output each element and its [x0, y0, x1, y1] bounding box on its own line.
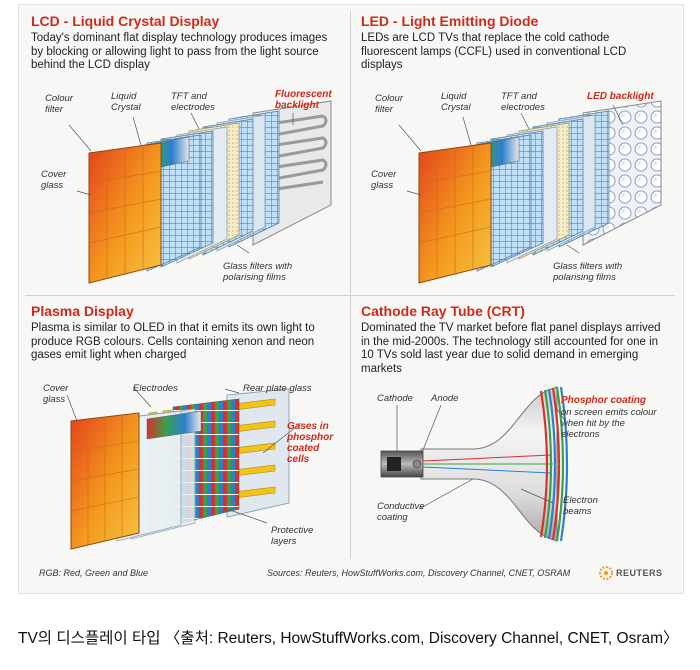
plasma-description: Plasma is similar to OLED in that it emi…: [31, 322, 315, 362]
crt-electron-beams-label: Electron beams: [563, 495, 598, 517]
led-backlight-label: LED backlight: [587, 91, 654, 102]
crt-phosphor-label: Phosphor coating: [561, 395, 646, 406]
tv-display-infographic: LCD - Liquid Crystal Display Today's dom…: [18, 4, 684, 594]
plasma-cover-glass-label: Cover glass: [43, 383, 69, 405]
plasma-protective-label: Protective layers: [271, 525, 314, 547]
crt-description: Dominated the TV market before flat pane…: [361, 322, 661, 375]
led-panel: LED - Light Emitting Diode LEDs are LCD …: [361, 13, 671, 291]
led-description: LEDs are LCD TVs that replace the cold c…: [361, 32, 627, 72]
panel-divider-horizontal: [25, 295, 675, 296]
crt-anode-label: Anode: [431, 393, 459, 404]
crt-phosphor-desc: on screen emits colour when hit by the e…: [561, 407, 657, 440]
crt-electron-beams: [422, 454, 553, 474]
plasma-panel: Plasma Display Plasma is similar to OLED…: [31, 303, 341, 563]
reuters-dots-icon: [599, 566, 613, 580]
lcd-tft-label: TFT and electrodes: [171, 91, 215, 113]
crt-phosphor-screen: [539, 386, 569, 542]
figure-caption: TV의 디스플레이 타입 〈출처: Reuters, HowStuffWorks…: [18, 630, 679, 647]
plasma-gases-label: Gases in phosphor coated cells: [287, 421, 334, 465]
lcd-colour-filter-label: Colour filter: [45, 93, 73, 115]
led-title: LED - Light Emitting Diode: [361, 13, 539, 29]
led-tft-label: TFT and electrodes: [501, 91, 545, 113]
reuters-logo-text: REUTERS: [616, 568, 663, 578]
lcd-panel: LCD - Liquid Crystal Display Today's dom…: [31, 13, 341, 291]
lcd-liquid-crystal-label: Liquid Crystal: [111, 91, 141, 113]
panel-divider-vertical: [350, 11, 351, 559]
crt-conductive-label: Conductive coating: [377, 501, 425, 523]
lcd-description: Today's dominant flat display technology…: [31, 32, 328, 72]
crt-cathode-label: Cathode: [377, 393, 413, 404]
led-glass-filters-label: Glass filters with polarising films: [553, 261, 623, 283]
lcd-glass-filters-label: Glass filters with polarising films: [223, 261, 293, 283]
led-colour-filter-label: Colour filter: [375, 93, 403, 115]
led-liquid-crystal-label: Liquid Crystal: [441, 91, 471, 113]
crt-tube-diagram: [380, 386, 569, 542]
rgb-note: RGB: Red, Green and Blue: [39, 568, 149, 578]
lcd-layer-diagram: [68, 100, 332, 284]
plasma-layer-diagram: [66, 386, 302, 550]
lcd-backlight-label: Fluorescent backlight: [275, 89, 332, 111]
lcd-title: LCD - Liquid Crystal Display: [31, 13, 220, 29]
lcd-cover-glass-label: Cover glass: [41, 169, 67, 191]
crt-title: Cathode Ray Tube (CRT): [361, 303, 525, 319]
plasma-rear-plate-label: Rear plate glass: [243, 383, 312, 394]
plasma-title: Plasma Display: [31, 303, 134, 319]
reuters-logo: REUTERS: [599, 566, 663, 580]
crt-panel: Cathode Ray Tube (CRT) Dominated the TV …: [361, 303, 673, 563]
led-layer-diagram: [398, 100, 662, 284]
plasma-electrodes-label: Electrodes: [133, 383, 178, 394]
sources-note: Sources: Reuters, HowStuffWorks.com, Dis…: [267, 568, 571, 578]
led-cover-glass-label: Cover glass: [371, 169, 397, 191]
